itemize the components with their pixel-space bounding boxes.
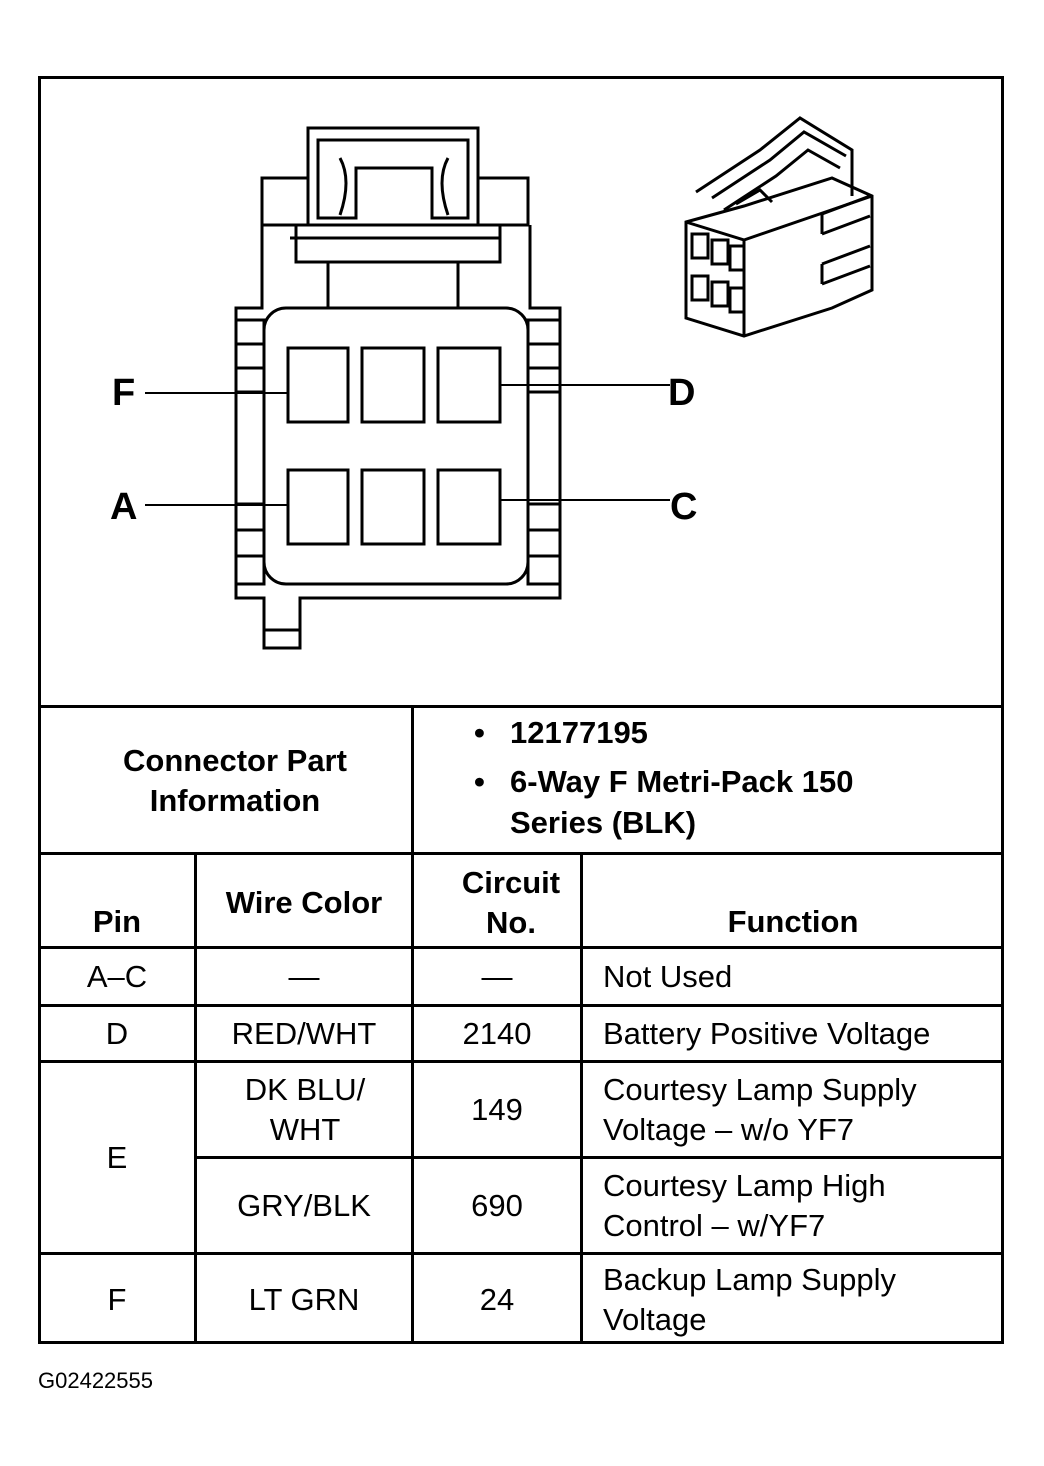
connector-face-view: [145, 116, 874, 650]
connector-isometric-view: [684, 116, 874, 338]
table-row-wire: DK BLU/ WHT: [244, 1071, 366, 1147]
table-row-pin: F: [107, 1281, 127, 1317]
header-circuit: Circuit No.: [461, 865, 561, 940]
pin-label-c: C: [670, 486, 698, 528]
pin-leader-lines: [145, 384, 670, 506]
diagram-frame: [38, 76, 1004, 1344]
cavity-f: [286, 346, 350, 424]
table-row-wire: LT GRN: [248, 1281, 360, 1317]
cavity-d: [436, 346, 502, 424]
connector-body: [234, 225, 562, 650]
table-rule: [196, 1156, 1004, 1159]
table-row-wire: GRY/BLK: [237, 1187, 371, 1223]
pin-label-a: A: [110, 486, 138, 528]
part-info-item: •12177195: [474, 715, 648, 750]
table-row-circuit: 2140: [462, 1015, 532, 1051]
header-function: Function: [727, 904, 859, 939]
pin-label-d: D: [668, 372, 696, 414]
table-row-wire: RED/WHT: [231, 1015, 377, 1051]
table-row-pin: E: [106, 1139, 128, 1175]
table-rule: [38, 1252, 1004, 1255]
cavity-c: [436, 468, 502, 546]
table-rule: [194, 853, 197, 1344]
table-rule: [38, 852, 1004, 855]
connector-latch: [260, 126, 530, 308]
part-info-item: •6-Way F Metri-Pack 150 Series (BLK): [474, 764, 854, 840]
table-rule: [411, 706, 414, 1344]
table-row-pin: D: [105, 1015, 129, 1051]
table-rule: [38, 1004, 1004, 1007]
table-row-circuit: —: [481, 958, 513, 994]
table-row-wire: —: [288, 958, 320, 994]
table-row-circuit: 149: [471, 1091, 523, 1127]
part-info-list: •12177195 •6-Way F Metri-Pack 150 Series…: [474, 712, 870, 843]
table-rule: [38, 705, 1004, 708]
cavity-b: [360, 468, 426, 546]
table-rule: [38, 946, 1004, 949]
table-rule: [580, 853, 583, 1344]
table-row-circuit: 24: [479, 1281, 515, 1317]
table-row-function: Not Used: [603, 958, 733, 994]
header-wire-color: Wire Color: [225, 885, 383, 920]
cavity-a: [286, 468, 350, 546]
table-row-function: Courtesy Lamp High Control – w/YF7: [603, 1167, 886, 1243]
table-row-function: Courtesy Lamp Supply Voltage – w/o YF7: [603, 1071, 917, 1147]
figure-id: G02422555: [38, 1368, 153, 1393]
pin-label-f: F: [112, 372, 136, 414]
header-pin: Pin: [92, 904, 142, 939]
table-row-function: Battery Positive Voltage: [603, 1015, 931, 1051]
part-info-label: Connector Part Information: [123, 743, 347, 818]
table-row-function: Backup Lamp Supply Voltage: [603, 1261, 896, 1337]
table-row-pin: A–C: [86, 958, 148, 994]
table-rule: [38, 1060, 1004, 1063]
pin-cavities: [286, 346, 502, 546]
table-row-circuit: 690: [471, 1187, 523, 1223]
cavity-e: [360, 346, 426, 424]
